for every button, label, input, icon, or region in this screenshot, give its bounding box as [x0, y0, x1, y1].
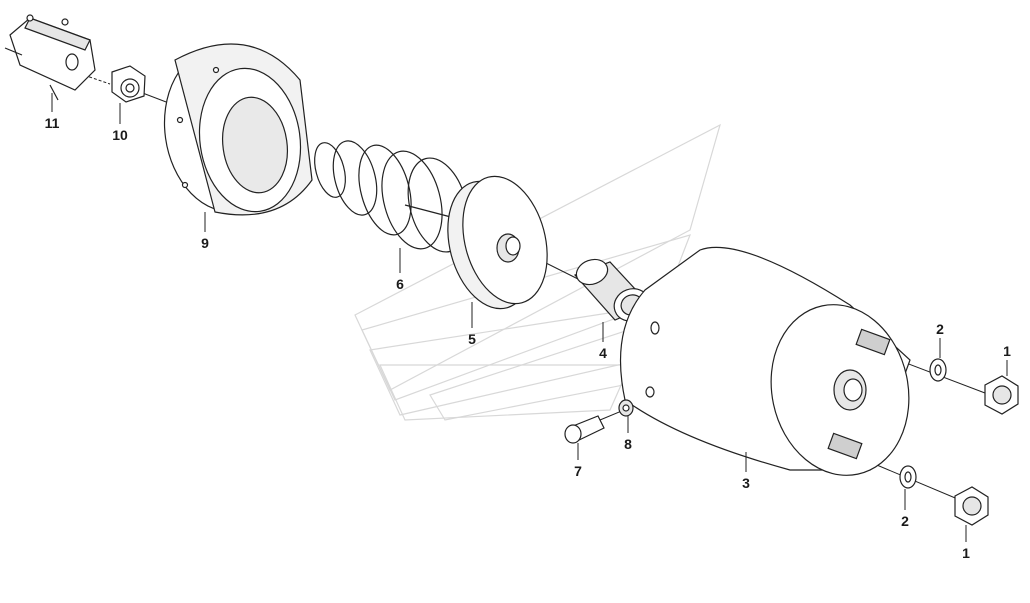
part-2-washer-upper: [929, 358, 947, 382]
part-1-nut-upper: [984, 375, 1019, 415]
callout-8: 8: [624, 436, 632, 452]
callout-4: 4: [599, 345, 607, 361]
part-5-pulley: [447, 175, 548, 310]
part-8-small-nut: [618, 399, 634, 417]
callout-5: 5: [468, 331, 476, 347]
callout-6: 6: [396, 276, 404, 292]
callout-labels: 11 10 9 6 5 4 3 7 8 2 1 2 1: [45, 115, 1012, 561]
part-7-bolt: [564, 415, 605, 444]
part-3-housing: [619, 246, 911, 476]
callout-3: 3: [742, 475, 750, 491]
part-2-washer-lower: [899, 465, 917, 489]
callout-7: 7: [574, 463, 582, 479]
leader-lines: [51, 93, 1008, 542]
part-11-fork-clip: [4, 14, 96, 101]
callout-9: 9: [201, 235, 209, 251]
part-9-clutch-drum: [163, 43, 313, 216]
callout-2-lower: 2: [901, 513, 909, 529]
callout-1-lower: 1: [962, 545, 970, 561]
callout-1-upper: 1: [1003, 343, 1011, 359]
part-10-nut: [111, 65, 146, 103]
part-1-nut-lower: [954, 486, 989, 526]
callout-2-upper: 2: [936, 321, 944, 337]
callout-11: 11: [45, 115, 60, 131]
callout-10: 10: [112, 127, 128, 143]
